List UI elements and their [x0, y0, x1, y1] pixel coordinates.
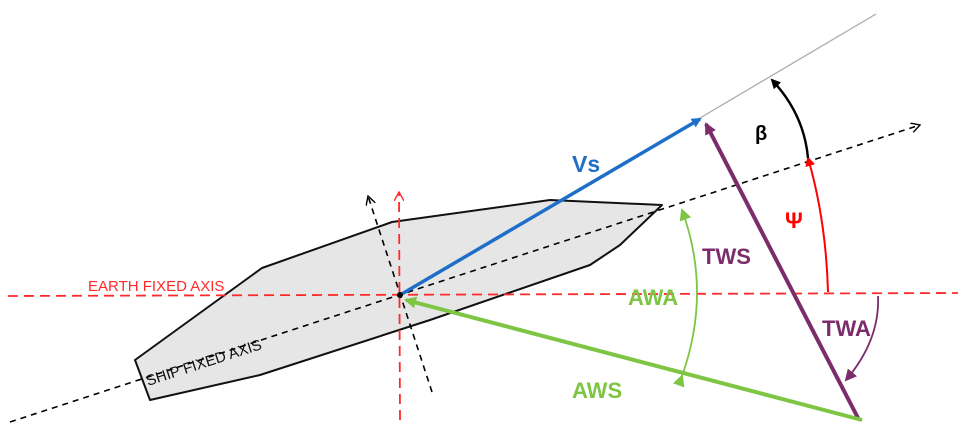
earth-fixed-axis-label: EARTH FIXED AXIS [88, 278, 224, 295]
twa-angle-arc [844, 295, 879, 382]
earth-fixed-axis-line [7, 292, 959, 297]
psi-label: Ψ [785, 208, 803, 233]
awa-label: AWA [628, 285, 678, 310]
aws-label: AWS [572, 378, 622, 403]
tws-vector-arrow [704, 122, 860, 419]
ship-fixed-axis-line [9, 125, 920, 423]
beta-angle-arc [770, 78, 810, 159]
psi-angle-arc [805, 156, 829, 293]
aws-vector-arrow [404, 296, 863, 422]
origin-point [397, 292, 403, 298]
vs-label: Vs [572, 151, 600, 177]
beta-label: β [755, 123, 767, 145]
awa-angle-arc [672, 208, 698, 388]
twa-label: TWA [822, 316, 871, 341]
course-line [699, 13, 877, 119]
vs-vector-arrow [399, 117, 702, 297]
tws-label: TWS [702, 244, 751, 269]
earth-fixed-vertical-axis [399, 192, 400, 421]
ship-hull [134, 199, 663, 401]
